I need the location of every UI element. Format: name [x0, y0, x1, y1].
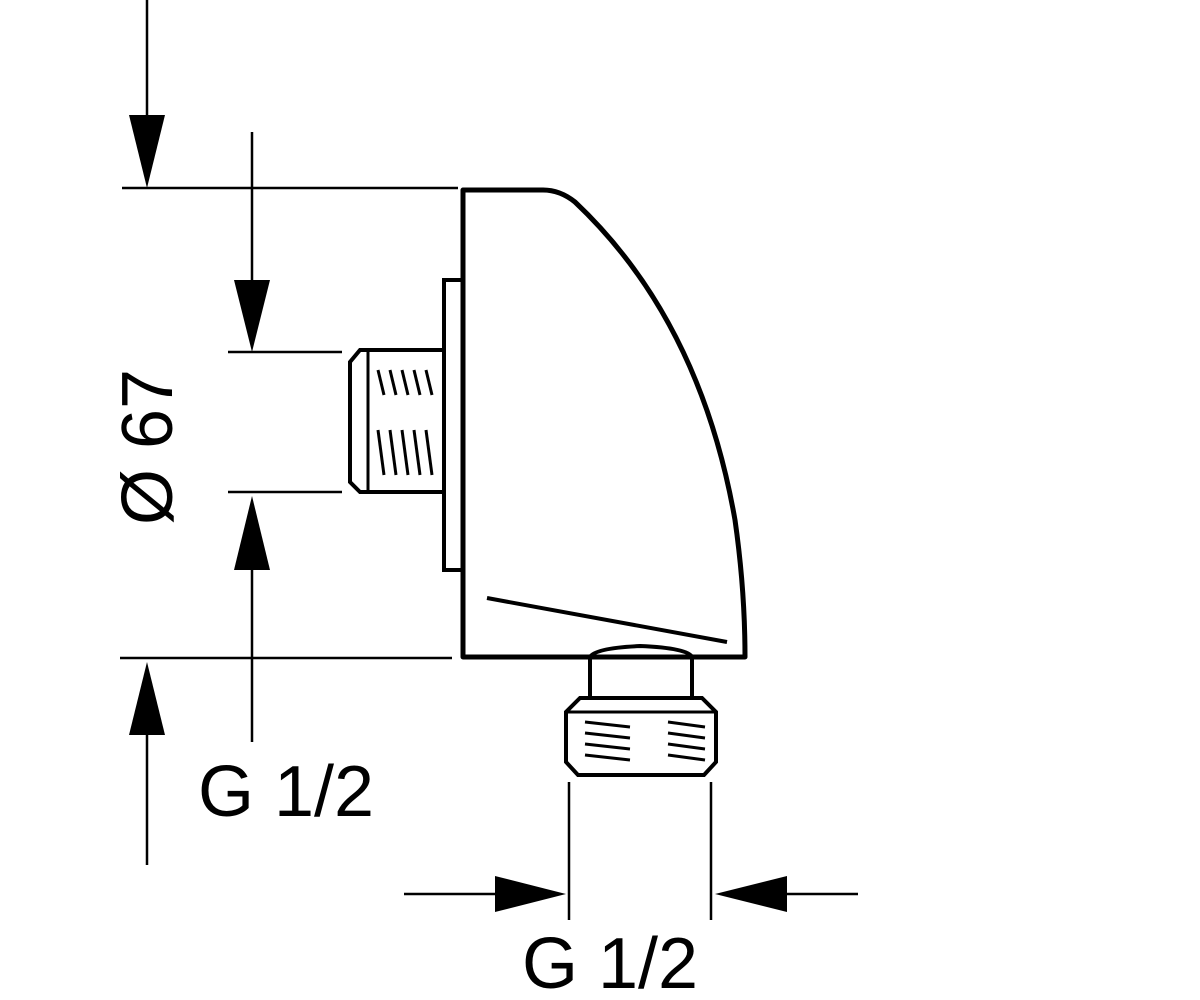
housing-body	[460, 187, 748, 660]
wall-thread-arrow-bottom-head	[234, 496, 270, 570]
outlet-connector	[564, 696, 718, 777]
outlet-thread-label: G 1/2	[522, 924, 698, 1000]
diameter-label: Ø 67	[108, 369, 188, 525]
wall-connector	[348, 348, 444, 494]
wall-thread-arrow-top-head	[234, 280, 270, 352]
diameter-arrow-bottom-head	[129, 662, 165, 735]
outlet-connector-threads	[584, 720, 706, 762]
diameter-arrow-top-head	[129, 115, 165, 188]
outlet-collar	[588, 643, 694, 700]
wall-thread-label: G 1/2	[198, 752, 374, 832]
housing-chamfer-line	[486, 596, 728, 644]
outlet-thread-arrow-right-head	[715, 876, 787, 912]
wall-connector-threads	[376, 369, 434, 476]
mounting-flange	[442, 278, 465, 572]
outlet-thread-arrow-left-head	[495, 876, 566, 912]
